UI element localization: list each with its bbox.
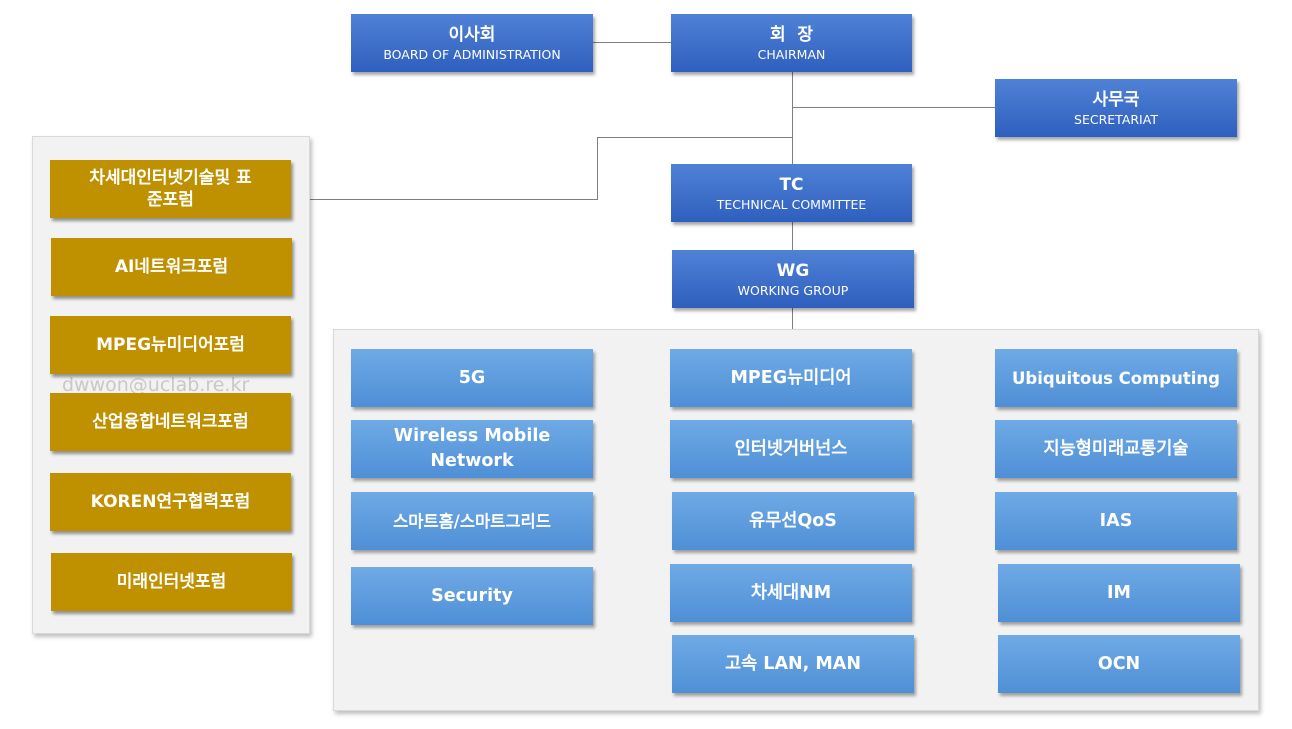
secretariat-subtitle: SECRETARIAT	[1074, 111, 1158, 127]
wg-item-label: 인터넷거버넌스	[734, 438, 848, 459]
forum-label: AI네트워크포럼	[114, 257, 229, 277]
wg-title: WG	[776, 260, 810, 281]
connector-tc-wg	[792, 221, 793, 251]
wg-box: WG WORKING GROUP	[672, 250, 914, 308]
wg-item: 지능형미래교통기술	[995, 420, 1237, 478]
wg-item: 스마트홈/스마트그리드	[351, 492, 593, 550]
chairman-subtitle: CHAIRMAN	[757, 46, 826, 62]
forum-item: KOREN연구협력포럼	[50, 473, 291, 531]
wg-item-label: 유무선QoS	[749, 510, 837, 531]
wg-item: IAS	[995, 492, 1237, 550]
wg-item-label: 고속 LAN, MAN	[725, 653, 861, 674]
board-box: 이사회 BOARD OF ADMINISTRATION	[351, 14, 593, 72]
wg-item-label: Wireless Mobile Network	[393, 426, 551, 471]
wg-item: 차세대NM	[670, 564, 912, 622]
wg-item-label: 스마트홈/스마트그리드	[393, 511, 551, 531]
wg-item: 5G	[351, 349, 593, 407]
tc-box: TC TECHNICAL COMMITTEE	[671, 164, 912, 222]
wg-item-label: IM	[1107, 582, 1131, 603]
wg-item: IM	[998, 564, 1240, 622]
tc-title: TC	[779, 174, 804, 195]
connector-forum-panel	[310, 199, 598, 200]
wg-item-label: Ubiquitous Computing	[1012, 368, 1220, 388]
wg-subtitle: WORKING GROUP	[737, 282, 849, 298]
forum-label: 산업융합네트워크포럼	[92, 412, 249, 432]
connector-forum-vertical	[597, 137, 598, 200]
wg-item: Wireless Mobile Network	[351, 420, 593, 478]
secretariat-box: 사무국 SECRETARIAT	[995, 79, 1237, 137]
wg-item: Security	[351, 567, 593, 625]
wg-item: Ubiquitous Computing	[995, 349, 1237, 407]
chairman-title: 회 장	[769, 24, 814, 45]
connector-secretariat	[792, 107, 995, 108]
wg-item: OCN	[998, 635, 1240, 693]
chairman-box: 회 장 CHAIRMAN	[671, 14, 912, 72]
forum-label: 미래인터넷포럼	[116, 572, 227, 592]
wg-item-label: 지능형미래교통기술	[1043, 438, 1189, 459]
connector-forum-horizontal	[597, 137, 793, 138]
wg-item: MPEG뉴미디어	[670, 349, 912, 407]
wg-item-label: 5G	[458, 367, 486, 388]
wg-item-label: Security	[431, 585, 513, 606]
forum-item: 산업융합네트워크포럼	[50, 393, 291, 451]
board-title: 이사회	[448, 24, 496, 45]
forum-item: AI네트워크포럼	[51, 238, 292, 296]
forum-panel	[32, 136, 310, 634]
connector-board-chairman	[592, 42, 671, 43]
forum-label: KOREN연구협력포럼	[90, 492, 251, 512]
forum-label: 차세대인터넷기술및 표준포럼	[89, 168, 252, 210]
watermark: dwwon@uclab.re.kr	[62, 374, 250, 396]
wg-item: 인터넷거버넌스	[670, 420, 912, 478]
tc-subtitle: TECHNICAL COMMITTEE	[716, 196, 867, 212]
wg-item-label: OCN	[1097, 653, 1141, 674]
wg-item-label: IAS	[1099, 510, 1133, 531]
forum-item: 미래인터넷포럼	[51, 553, 292, 611]
wg-item: 유무선QoS	[672, 492, 914, 550]
forum-label: MPEG뉴미디어포럼	[96, 335, 245, 355]
connector-chairman-down	[792, 71, 793, 165]
secretariat-title: 사무국	[1092, 89, 1140, 110]
wg-item: 고속 LAN, MAN	[672, 635, 914, 693]
board-subtitle: BOARD OF ADMINISTRATION	[383, 46, 561, 62]
wg-item-label: 차세대NM	[750, 582, 832, 603]
wg-item-label: MPEG뉴미디어	[730, 367, 852, 388]
connector-wg-panel	[792, 308, 793, 330]
forum-item: 차세대인터넷기술및 표준포럼	[50, 160, 291, 218]
forum-item: MPEG뉴미디어포럼	[50, 316, 291, 374]
